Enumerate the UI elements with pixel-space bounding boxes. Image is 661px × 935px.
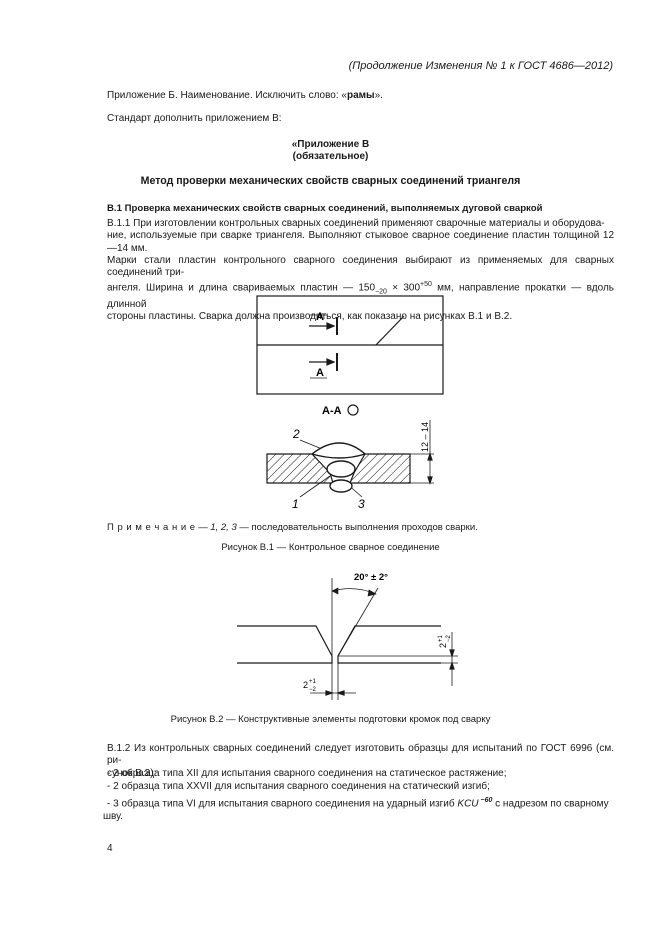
fig1-pass-2: 2 [292, 427, 300, 441]
fig1-pass-3: 3 [358, 497, 365, 511]
page-number: 4 [107, 843, 113, 854]
fig2-vertical-dim: 2 +1 −2 [438, 634, 452, 648]
fig1-thickness-dim: 12 – 14 [420, 422, 430, 452]
fig1-mark-a-bottom: А [316, 367, 324, 379]
fig2-angle-label: 20° ± 2° [354, 572, 388, 583]
fig1-mark-a-top: А [316, 311, 324, 323]
fig1-caption: Рисунок В.1 — Контрольное сварное соедин… [221, 542, 440, 553]
annex-status: (обязательное) [292, 151, 369, 162]
svg-text:+1: +1 [438, 634, 444, 642]
specimen-list: - 2 образца типа XII для испытания сварн… [103, 768, 614, 824]
annex-title: «Приложение В [291, 139, 370, 150]
list-item: - 2 образца типа XXVII для испытания сва… [107, 781, 490, 793]
annex-b-amendment: Приложение Б. Наименование. Исключить сл… [107, 90, 383, 101]
svg-text:−2: −2 [309, 687, 317, 693]
paragraph-b12: В.1.2 Из контрольных сварных соединений … [107, 743, 614, 779]
section-b1-title: В.1 Проверка механических свойств сварны… [107, 203, 543, 214]
list-item-continued: шву. [103, 811, 123, 823]
method-title: Метод проверки механических свойств свар… [140, 175, 521, 187]
list-item: - 3 образца типа VI для испытания сварно… [107, 796, 609, 809]
svg-text:2: 2 [438, 643, 448, 648]
fig2-horizontal-dim: 2 +1 −2 [303, 679, 317, 693]
fig1-section-label: А-А [322, 405, 342, 417]
paragraph-b11: В.1.1 При изготовлении контрольных сварн… [107, 218, 614, 323]
svg-text:2: 2 [303, 680, 308, 690]
svg-text:−2: −2 [446, 634, 452, 642]
supplement-line: Стандарт дополнить приложением В: [107, 113, 282, 124]
fig2-caption: Рисунок В.2 — Конструктивные элементы по… [170, 714, 491, 725]
fig1-note: П р и м е ч а н и е — 1, 2, 3 — последов… [107, 522, 478, 533]
running-header: (Продолжение Изменения № 1 к ГОСТ 4686—2… [348, 60, 613, 72]
list-item: - 2 образца типа XII для испытания сварн… [107, 768, 507, 779]
svg-text:+1: +1 [309, 679, 317, 685]
fig1-pass-1: 1 [292, 497, 299, 511]
